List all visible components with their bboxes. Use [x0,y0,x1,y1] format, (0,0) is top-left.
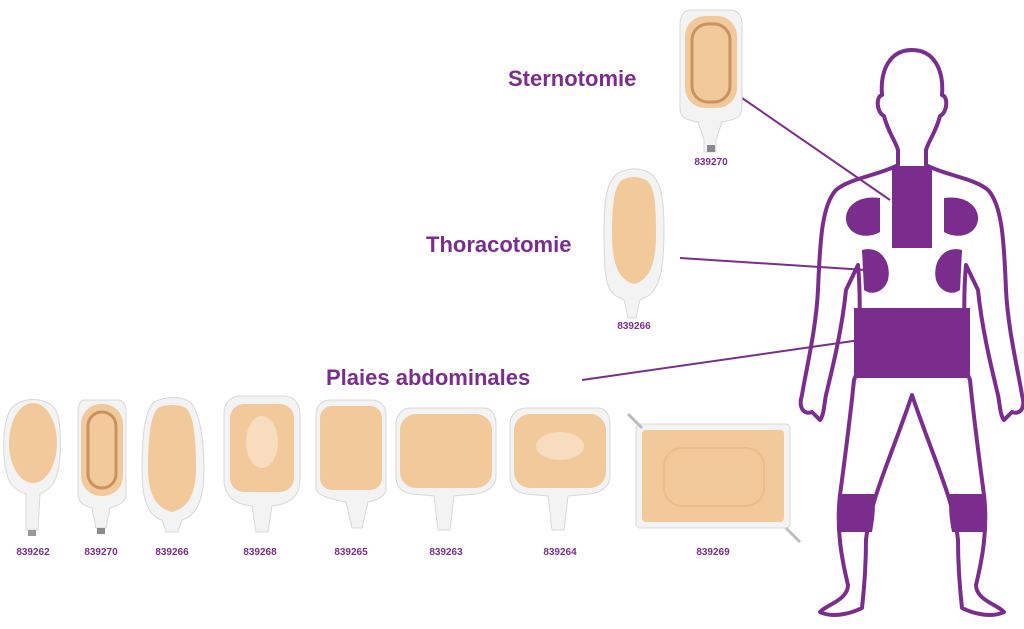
zone-knee-right [949,494,986,532]
product-839262: 839262 [3,399,61,558]
zone-thorax-left [862,249,889,293]
zone-sternum [892,166,932,248]
product-839270: 839270 [77,399,127,558]
code-839269: 839269 [696,547,730,558]
zone-thorax-right [935,249,962,293]
zone-chest-right-upper [944,197,979,236]
code-839266: 839266 [155,547,189,558]
label-plaies-abdominales: Plaies abdominales [326,365,530,390]
code-839264: 839264 [543,547,577,558]
human-body-figure [798,48,1024,617]
product-thoracotomie-839266: 839266 [603,168,665,332]
code-839263: 839263 [429,547,463,558]
product-839265: 839265 [315,399,387,558]
connector-sternotomie [741,97,891,201]
zone-abdomen [854,308,970,378]
product-839269: 839269 [626,412,802,558]
label-sternotomie: Sternotomie [508,66,636,91]
product-sternotomie-839270: 839270 [679,9,743,168]
product-row: 839262 839270 839266 839268 839265 [3,395,802,558]
code-839266-top: 839266 [617,321,651,332]
product-839263: 839263 [395,407,497,558]
zone-chest-left-upper [845,197,880,236]
label-thoracotomie: Thoracotomie [426,232,571,257]
code-839262: 839262 [16,547,50,558]
connector-abdominales [581,339,861,381]
code-839268: 839268 [243,547,277,558]
code-839270: 839270 [84,547,118,558]
product-839268: 839268 [223,395,301,558]
code-839270-top: 839270 [694,157,728,168]
connector-lines [581,97,891,381]
zone-knee-left [838,494,875,532]
product-839266: 839266 [141,397,205,558]
code-839265: 839265 [334,547,368,558]
connector-thoracotomie [679,257,867,271]
product-839264: 839264 [509,407,611,558]
